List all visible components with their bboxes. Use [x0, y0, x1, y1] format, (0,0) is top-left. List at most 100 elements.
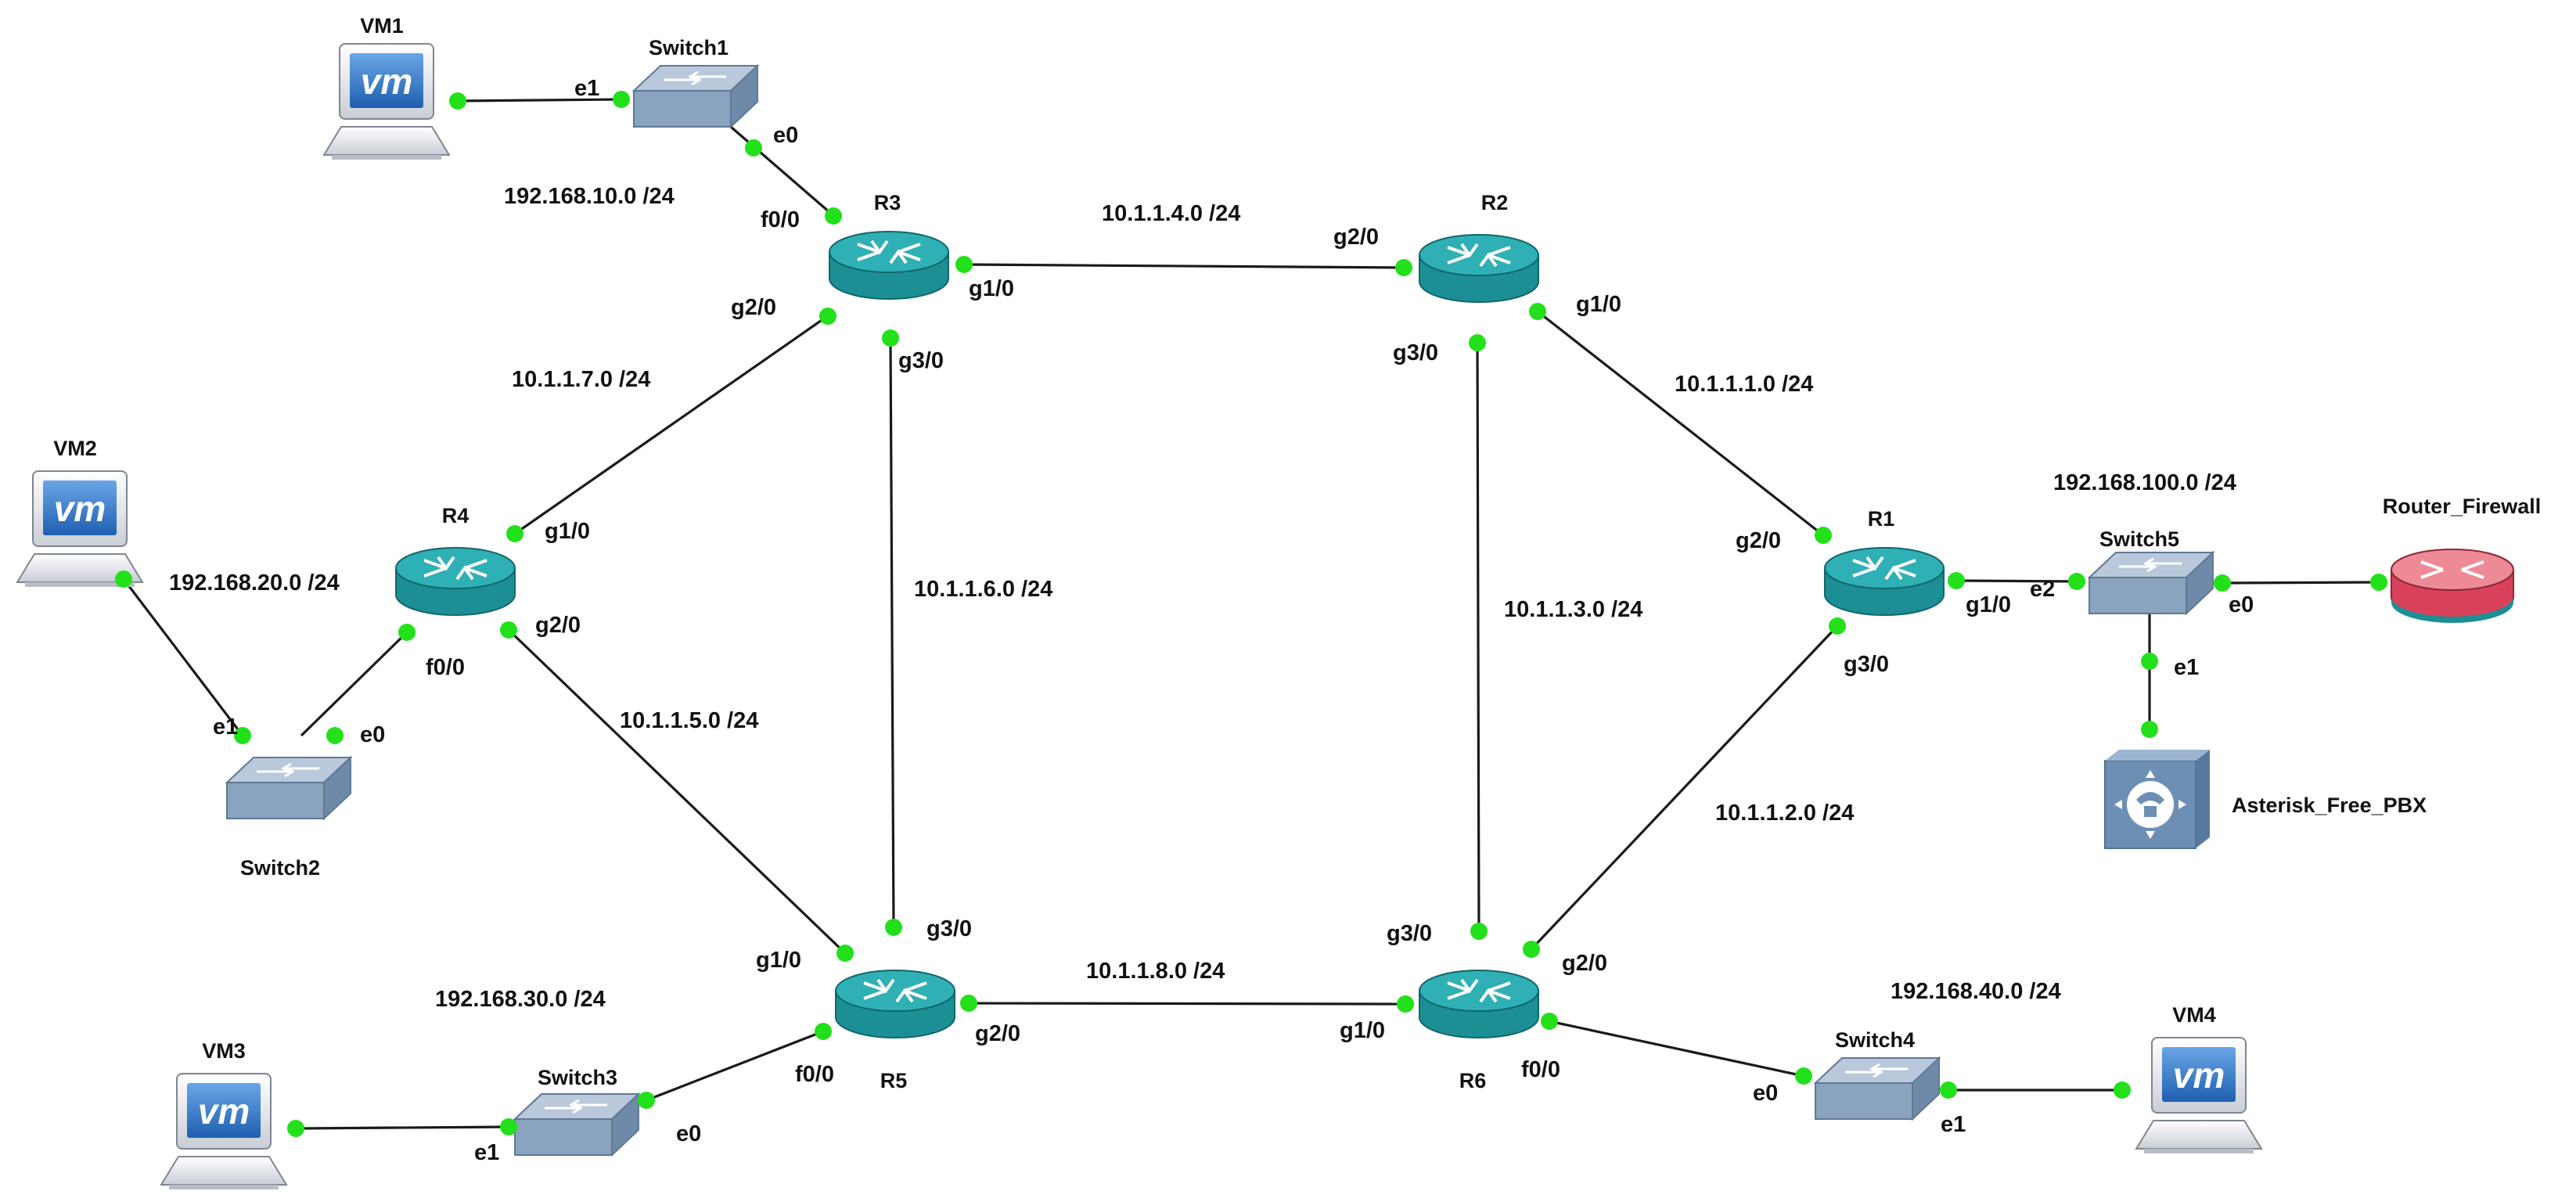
- port-label: g1/0: [756, 948, 801, 973]
- endpoint-dot[interactable]: [449, 92, 466, 110]
- port-label: g1/0: [969, 276, 1014, 301]
- endpoint-dot[interactable]: [885, 919, 902, 936]
- router-firewall-node[interactable]: [2391, 549, 2514, 623]
- endpoint-dot[interactable]: [1541, 1013, 1558, 1030]
- switch2-node[interactable]: [225, 755, 353, 821]
- port-label: e0: [1753, 1081, 1778, 1106]
- port-label: g3/0: [1387, 921, 1432, 946]
- router-icon: [1419, 234, 1539, 303]
- endpoint-dot[interactable]: [825, 207, 842, 225]
- port-label: g3/0: [1393, 340, 1438, 365]
- endpoint-dot[interactable]: [2141, 653, 2158, 670]
- port-label: e1: [2174, 655, 2199, 680]
- r1-node[interactable]: [1824, 547, 1945, 616]
- endpoint-dot[interactable]: [955, 256, 973, 273]
- endpoint-dot[interactable]: [2114, 1081, 2131, 1099]
- port-label: g2/0: [731, 295, 776, 320]
- r3-node[interactable]: [829, 231, 949, 300]
- endpoint-dot[interactable]: [2141, 721, 2158, 738]
- switch1-label: Switch1: [649, 36, 729, 59]
- link-r3-r5[interactable]: [889, 337, 895, 928]
- link-r3-r4[interactable]: [514, 315, 827, 535]
- endpoint-dot[interactable]: [1948, 572, 1965, 589]
- link-switch5-firewall[interactable]: [2222, 581, 2380, 585]
- port-label: e0: [360, 722, 385, 747]
- r6-node[interactable]: [1419, 970, 1539, 1038]
- endpoint-dot[interactable]: [1470, 923, 1488, 940]
- endpoint-dot[interactable]: [326, 727, 344, 744]
- vm2-node[interactable]: vm: [16, 470, 144, 587]
- link-switch1-r3[interactable]: [718, 116, 837, 219]
- link-switch2-r4[interactable]: [300, 631, 408, 737]
- vm1-node[interactable]: vm: [322, 43, 451, 160]
- link-vm2-switch2[interactable]: [122, 578, 244, 736]
- link-r3-r2[interactable]: [963, 263, 1405, 269]
- svg-text:vm: vm: [198, 1091, 250, 1132]
- vm-icon: vm: [2135, 1037, 2263, 1153]
- endpoint-dot[interactable]: [2068, 573, 2085, 590]
- endpoint-dot[interactable]: [1940, 1081, 1957, 1099]
- endpoint-dot[interactable]: [613, 91, 630, 108]
- endpoint-dot[interactable]: [960, 995, 977, 1012]
- network-label-10-1-1-3: 10.1.1.3.0 /24: [1504, 597, 1642, 622]
- router-firewall-label: Router_Firewall: [2383, 495, 2542, 518]
- endpoint-dot[interactable]: [1815, 527, 1832, 544]
- endpoint-dot[interactable]: [819, 308, 836, 325]
- r5-node[interactable]: [835, 970, 955, 1038]
- switch3-node[interactable]: [513, 1092, 641, 1157]
- devices: vm vm vm: [16, 43, 2514, 1189]
- port-label: g3/0: [1844, 652, 1889, 677]
- link-r2-r6[interactable]: [1476, 342, 1480, 932]
- endpoint-dot[interactable]: [2214, 574, 2231, 592]
- endpoint-dot[interactable]: [2370, 574, 2387, 591]
- endpoint-dot[interactable]: [506, 525, 523, 542]
- port-label: e2: [2030, 577, 2055, 602]
- network-label-10-1-1-6: 10.1.1.6.0 /24: [914, 577, 1052, 602]
- vm3-node[interactable]: vm: [160, 1073, 288, 1189]
- link-r5-r6[interactable]: [968, 1002, 1406, 1006]
- r2-node[interactable]: [1419, 234, 1539, 303]
- port-label: g1/0: [1966, 592, 2011, 617]
- endpoint-dot[interactable]: [398, 624, 416, 641]
- r3-label: R3: [874, 191, 901, 214]
- endpoint-dot[interactable]: [836, 945, 854, 962]
- endpoint-dot[interactable]: [1397, 995, 1414, 1013]
- link-vm3-switch3[interactable]: [295, 1125, 509, 1130]
- endpoint-dot[interactable]: [638, 1092, 655, 1109]
- switch1-node[interactable]: [631, 63, 760, 129]
- switch-icon: [1813, 1056, 1941, 1121]
- endpoint-dot[interactable]: [234, 727, 251, 744]
- link-r4-r5[interactable]: [507, 628, 847, 955]
- endpoint-dot[interactable]: [1395, 259, 1412, 276]
- endpoint-dot[interactable]: [1523, 941, 1540, 958]
- endpoint-dot[interactable]: [287, 1120, 304, 1137]
- pbx-node[interactable]: [2104, 750, 2210, 849]
- endpoint-dot[interactable]: [745, 139, 762, 157]
- switch4-label: Switch4: [1835, 1028, 1915, 1052]
- port-label: g2/0: [1562, 951, 1607, 976]
- endpoint-dot[interactable]: [1829, 617, 1846, 635]
- port-label: e1: [574, 76, 599, 101]
- port-label: g3/0: [926, 916, 972, 941]
- link-r6-switch4[interactable]: [1549, 1020, 1804, 1078]
- link-vm1-switch1[interactable]: [457, 98, 622, 103]
- r4-node[interactable]: [395, 547, 516, 616]
- link-r2-r1[interactable]: [1537, 310, 1824, 537]
- vm2-label: VM2: [53, 437, 97, 460]
- endpoint-dot[interactable]: [1529, 303, 1546, 320]
- endpoint-dot[interactable]: [815, 1023, 832, 1040]
- endpoint-dot[interactable]: [500, 621, 517, 639]
- link-r1-r6[interactable]: [1530, 624, 1839, 951]
- link-switch3-r5[interactable]: [646, 1030, 824, 1102]
- switch4-node[interactable]: [1813, 1056, 1941, 1121]
- endpoint-dot[interactable]: [500, 1118, 517, 1135]
- endpoint-dot[interactable]: [882, 329, 899, 347]
- endpoint-dot[interactable]: [115, 570, 132, 588]
- endpoint-dot[interactable]: [1795, 1067, 1812, 1085]
- endpoint-dot[interactable]: [1469, 334, 1486, 351]
- network-label-192-168-100: 192.168.100.0 /24: [2053, 470, 2236, 495]
- switch5-node[interactable]: [2087, 550, 2215, 616]
- vm-icon: vm: [160, 1073, 288, 1189]
- network-label-10-1-1-4: 10.1.1.4.0 /24: [1102, 201, 1240, 226]
- vm4-node[interactable]: vm: [2135, 1037, 2263, 1153]
